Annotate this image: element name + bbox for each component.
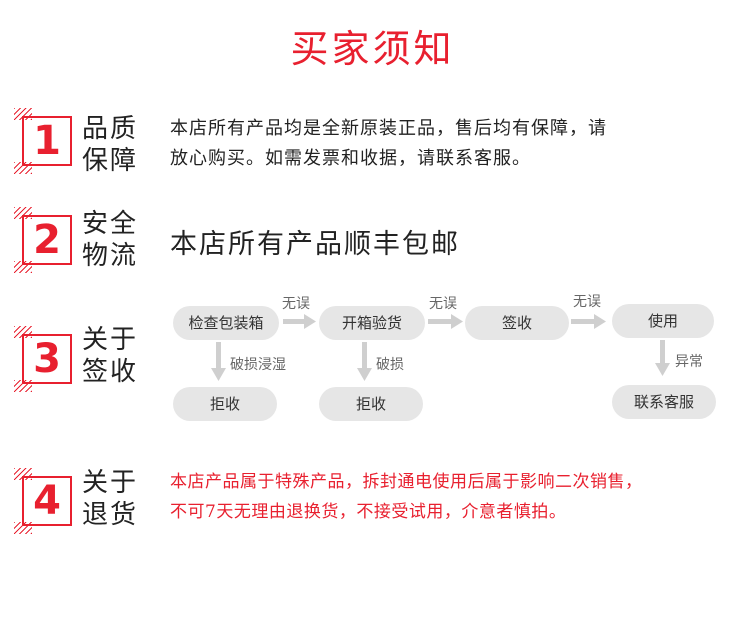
arrow-head-right-2 — [451, 314, 463, 329]
arrow-head-down-2 — [357, 368, 372, 381]
flow-step-use: 使用 — [612, 304, 714, 338]
arrow-head-down-1 — [211, 368, 226, 381]
flow-step-open-inspect: 开箱验货 — [319, 306, 425, 340]
section-heading: 品质 保障 — [82, 114, 139, 176]
section-number-3: 3 — [14, 326, 72, 392]
arrow-right-1 — [283, 319, 305, 324]
arrow-head-right-3 — [594, 314, 606, 329]
flow-label-ok: 无误 — [573, 294, 601, 310]
flow-step-check-box: 检查包装箱 — [173, 306, 279, 340]
hatch-decoration — [14, 207, 32, 219]
hatch-decoration — [14, 162, 32, 174]
flow-label-damaged: 破损 — [376, 357, 404, 373]
arrow-head-down-3 — [655, 363, 670, 376]
flow-step-reject: 拒收 — [319, 387, 423, 421]
flow-step-sign: 签收 — [465, 306, 569, 340]
arrow-down-2 — [362, 342, 367, 370]
section-text: 本店所有产品顺丰包邮 — [170, 229, 460, 260]
page-title: 买家须知 — [290, 27, 455, 71]
hatch-decoration — [14, 108, 32, 120]
flow-label-ok: 无误 — [282, 296, 310, 312]
section-text: 本店产品属于特殊产品，拆封通电使用后属于影响二次销售， 不可7天无理由退换货，不… — [170, 472, 643, 522]
arrow-head-right-1 — [304, 314, 316, 329]
hatch-decoration — [14, 326, 32, 338]
hatch-decoration — [14, 522, 32, 534]
flow-label-abnormal: 异常 — [675, 354, 703, 370]
flow-label-ok: 无误 — [429, 296, 457, 312]
flow-label-damaged-wet: 破损浸湿 — [230, 357, 286, 373]
section-number-2: 2 — [14, 207, 72, 273]
arrow-right-2 — [428, 319, 452, 324]
arrow-down-1 — [216, 342, 221, 370]
section-text: 本店所有产品均是全新原装正品，售后均有保障，请 放心购买。如需发票和收据，请联系… — [170, 118, 607, 169]
hatch-decoration — [14, 380, 32, 392]
section-number-4: 4 — [14, 468, 72, 534]
flow-step-reject: 拒收 — [173, 387, 277, 421]
hatch-decoration — [14, 468, 32, 480]
flow-step-contact-service: 联系客服 — [612, 385, 716, 419]
section-heading: 安全 物流 — [82, 209, 139, 271]
arrow-down-3 — [660, 340, 665, 365]
section-number-1: 1 — [14, 108, 72, 174]
arrow-right-3 — [571, 319, 595, 324]
section-heading: 关于 退货 — [82, 468, 139, 530]
hatch-decoration — [14, 261, 32, 273]
section-heading: 关于 签收 — [82, 325, 139, 387]
